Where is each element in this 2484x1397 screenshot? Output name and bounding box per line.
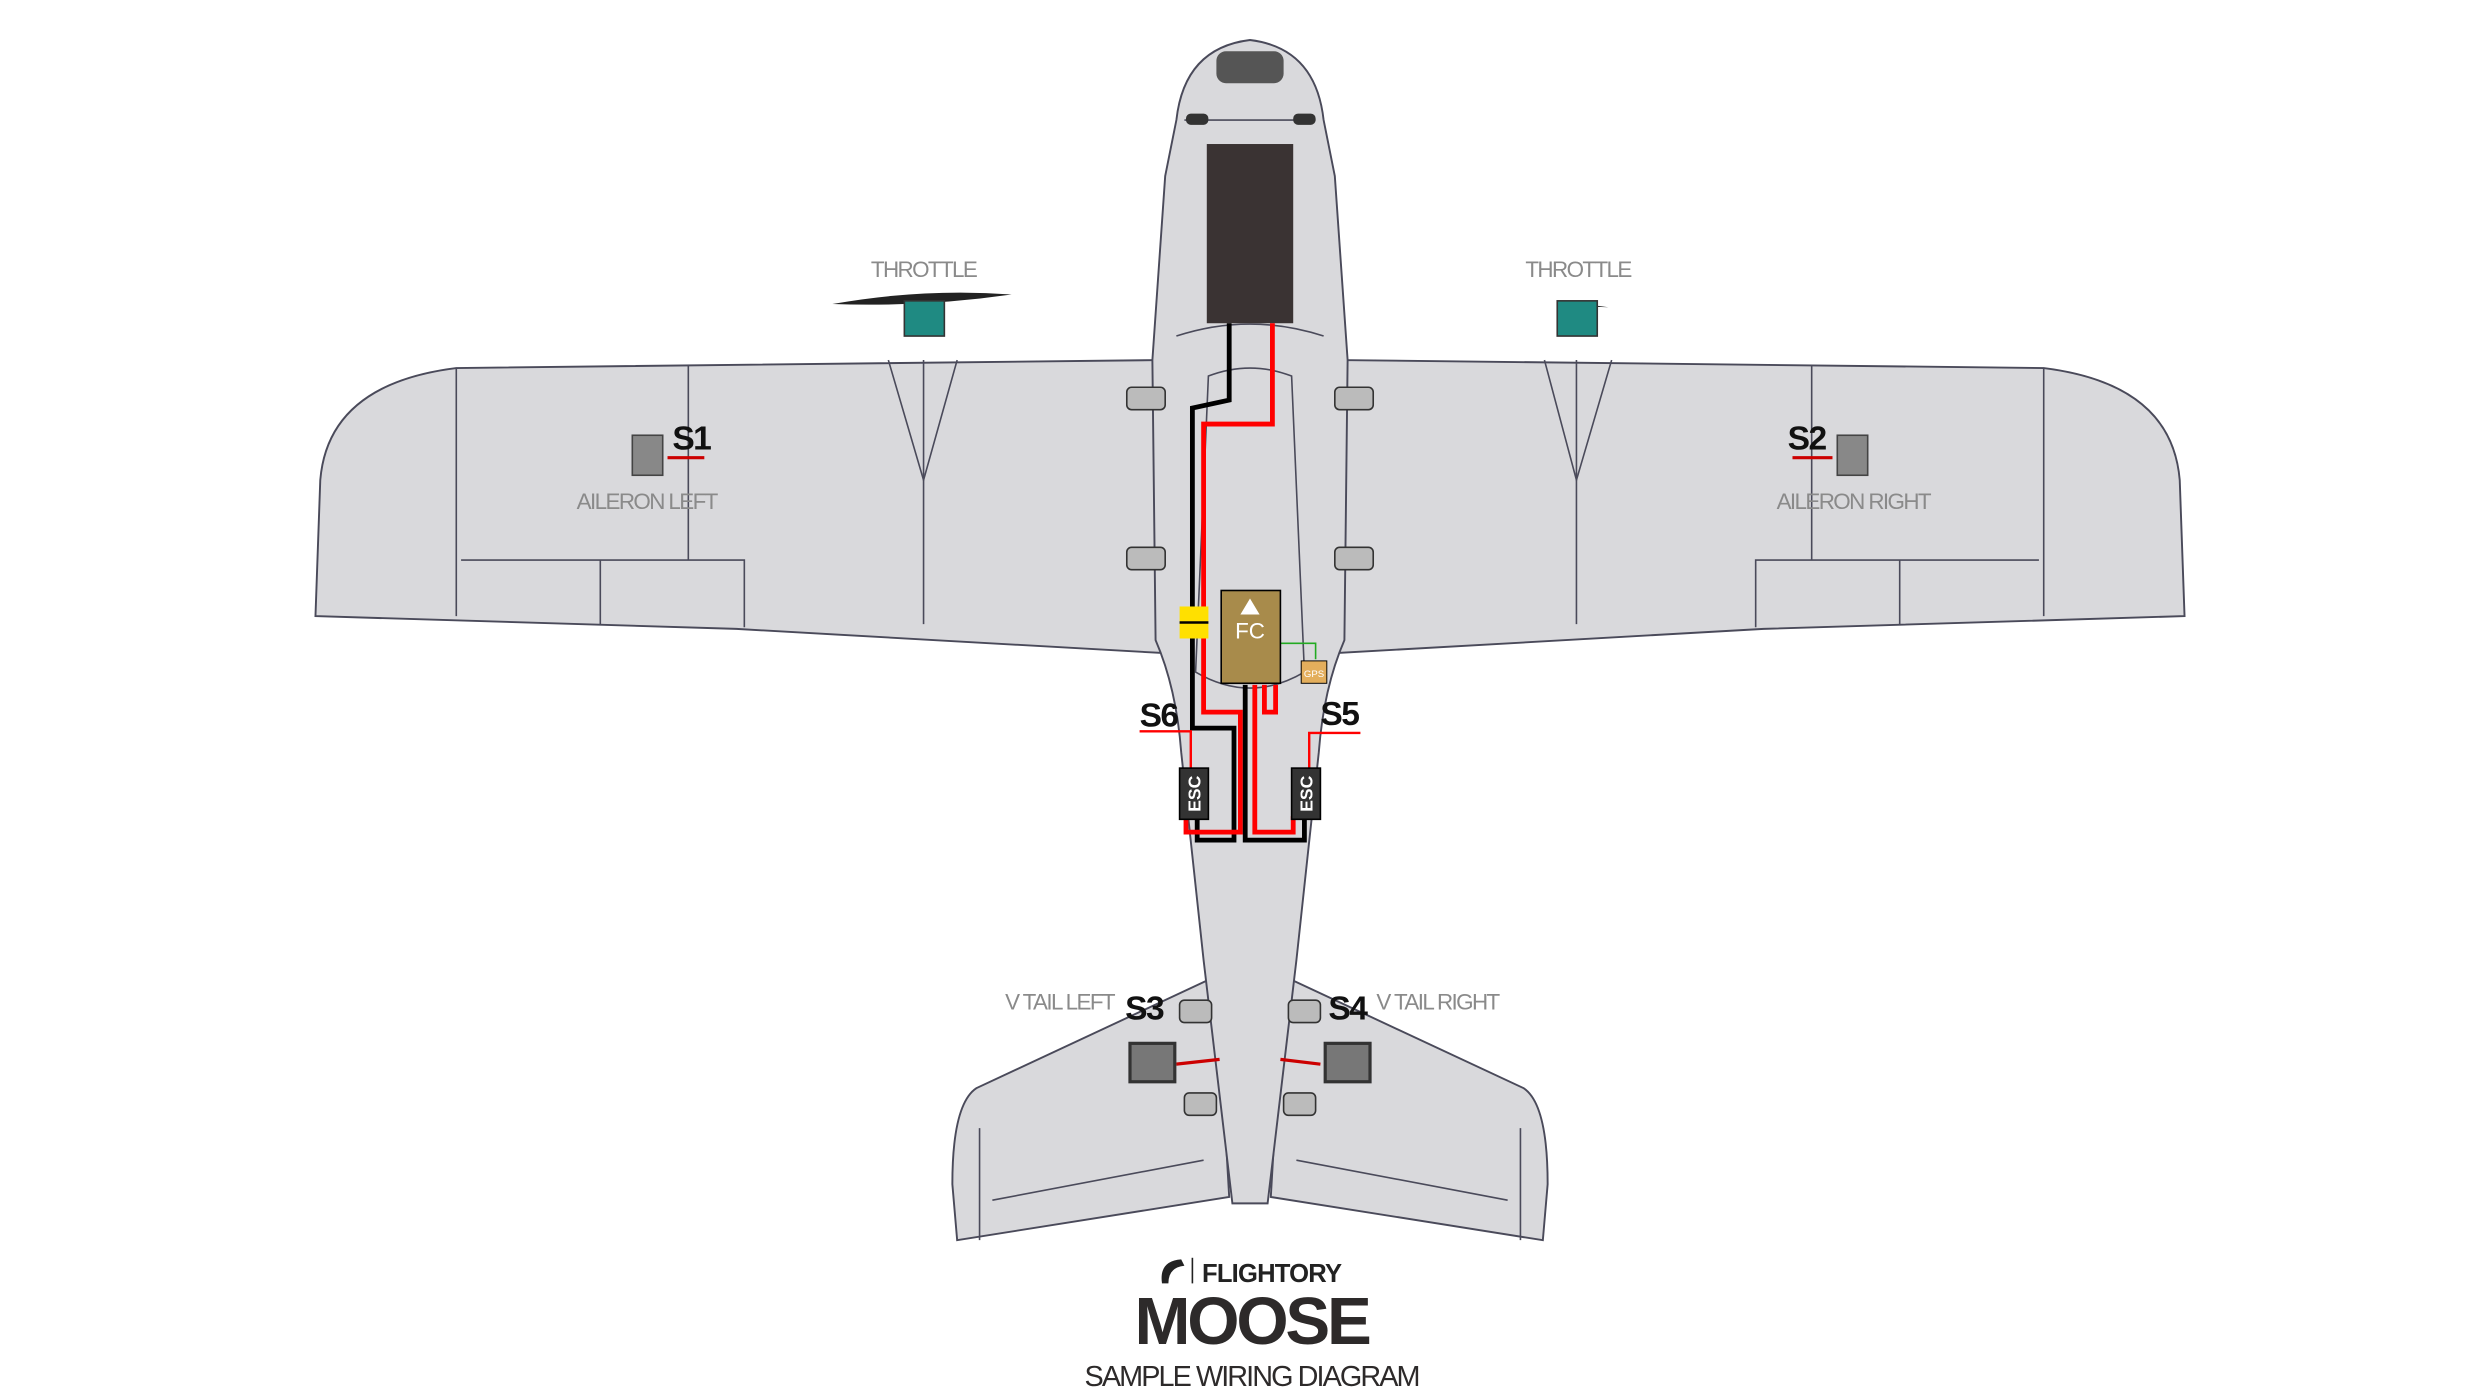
canopy-mount-left [1185, 113, 1209, 125]
canopy-mount-right [1293, 113, 1316, 125]
aileron-right-label: AILERON RIGHT [1777, 489, 1932, 514]
arrow-up-icon [1240, 598, 1260, 615]
flight-controller: FC [1220, 589, 1282, 685]
servo-aileron-left [631, 434, 664, 477]
servo-vtail-left [1128, 1041, 1177, 1084]
port-s3: S3 [1125, 990, 1164, 1027]
left-wing [314, 359, 1162, 654]
motor-left [832, 292, 1012, 337]
esc-left: ESC [1178, 767, 1210, 821]
propeller-icon [832, 292, 1012, 305]
wiring [667, 323, 1833, 1066]
brand-name: FLIGHTORY [1202, 1260, 1342, 1288]
port-s6: S6 [1140, 698, 1179, 735]
throttle-right-label: THROTTLE [1525, 257, 1631, 282]
esc-left-label: ESC [1184, 775, 1204, 811]
wing-joiners [1125, 386, 1375, 1117]
battery [1206, 144, 1294, 324]
aileron-left-label: AILERON LEFT [577, 489, 719, 514]
servo-vtail-right [1323, 1041, 1372, 1084]
nose-vent [1216, 51, 1284, 84]
gps-module: GPS [1300, 660, 1328, 684]
flightory-logo-icon [1161, 1259, 1185, 1284]
gps-label: GPS [1304, 669, 1324, 680]
brand-logo: FLIGHTORY [1161, 1257, 1343, 1288]
vtail-right-label: V TAIL RIGHT [1376, 990, 1500, 1015]
esc-right: ESC [1290, 767, 1322, 821]
wing-panel-lines [455, 359, 2045, 628]
right-wing [1338, 359, 2186, 654]
fc-label: FC [1235, 618, 1265, 643]
diagram-subtitle: SAMPLE WIRING DIAGRAM [1085, 1361, 1419, 1393]
esc-right-label: ESC [1296, 775, 1316, 811]
port-s4: S4 [1328, 990, 1368, 1027]
vtail-left-label: V TAIL LEFT [1005, 990, 1116, 1015]
motor-right [1556, 300, 1609, 337]
throttle-left-label: THROTTLE [871, 257, 977, 282]
servo-aileron-right [1836, 434, 1869, 477]
port-s1: S1 [672, 421, 711, 458]
port-s5: S5 [1320, 696, 1359, 733]
model-title: MOOSE [1135, 1284, 1371, 1359]
port-s2: S2 [1788, 421, 1827, 458]
